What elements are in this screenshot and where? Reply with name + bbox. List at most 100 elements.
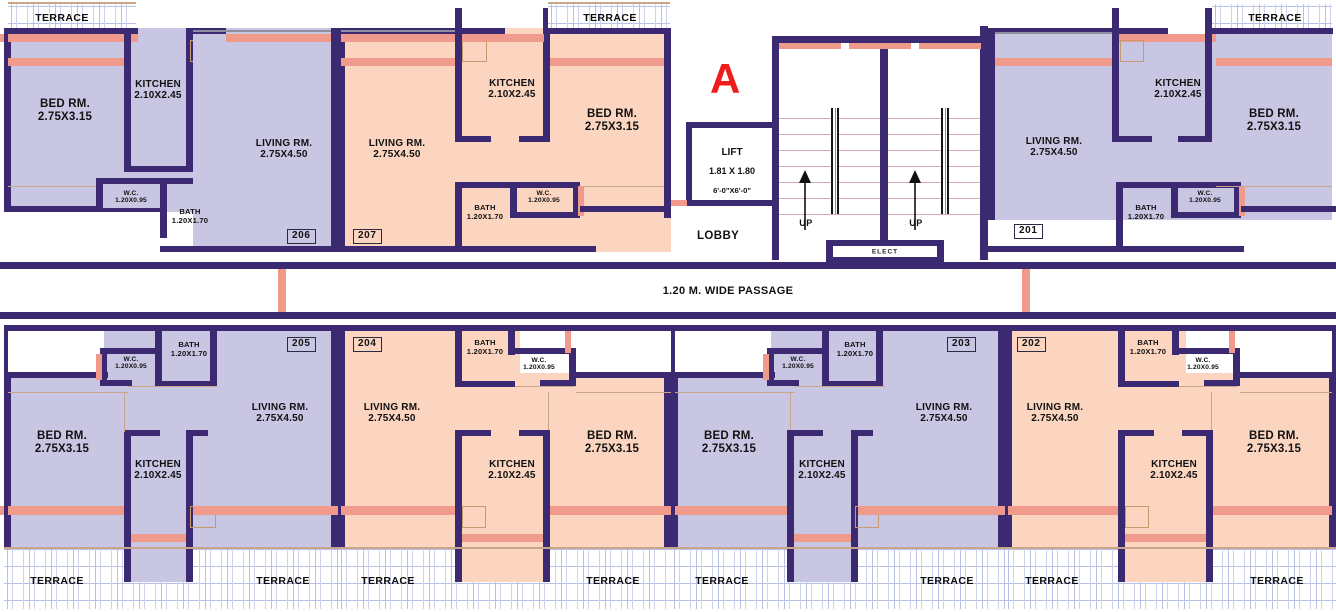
kitchen-202-platform — [1125, 506, 1149, 528]
wall-206-bed-kitchen — [124, 34, 131, 172]
flat-number-207[interactable]: 207 — [353, 229, 382, 244]
wall-207-left — [338, 28, 345, 252]
terrace-edge-line-tl — [8, 2, 136, 4]
wall-stair-top — [772, 36, 988, 43]
flat-number-202[interactable]: 202 — [1017, 337, 1046, 352]
beam-205-b — [193, 506, 338, 515]
flat-number-205[interactable]: 205 — [287, 337, 316, 352]
beam-201-a — [995, 58, 1117, 66]
wall-201-left — [988, 28, 995, 220]
wall-201-kitchen-bottom-l — [1112, 136, 1152, 142]
wall-205-entry-bottom — [4, 372, 108, 378]
wall-207-wc-bottom — [510, 212, 580, 218]
beam-206-living-top — [226, 34, 331, 42]
wall-passage-top — [0, 262, 1336, 269]
wall-203-wc-top — [767, 348, 827, 354]
terrace-label: TERRACE — [695, 575, 749, 587]
elect-room: ELECT — [832, 245, 938, 258]
beam-201-wc — [1239, 186, 1245, 216]
wall-202-wc-top — [1172, 348, 1240, 354]
room-label-bed-203: BED RM. 2.75X3.15 — [701, 430, 757, 455]
wall-207-bottom — [341, 246, 596, 252]
flat-number-201[interactable]: 201 — [1014, 224, 1043, 239]
terrace-label: TERRACE — [256, 575, 310, 587]
flat-206-living-fill — [193, 34, 338, 252]
terrace-edge-line-bl — [4, 547, 338, 549]
wall-207-bath-right — [510, 182, 517, 218]
flat-number-206[interactable]: 206 — [287, 229, 316, 244]
wall-201-top-a — [988, 28, 1118, 34]
wall-205-kitchen-tail-r — [186, 542, 193, 582]
beam-207-wc — [578, 186, 584, 216]
wall-204-top — [341, 325, 671, 331]
wall-passage-bottom — [0, 312, 1336, 319]
room-label-bath-206: BATH 1.20X1.70 — [171, 207, 209, 225]
room-label-wc-205: W.C. 1.20X0.95 — [115, 356, 147, 371]
room-label-bed-207: BED RM. 2.75X3.15 — [584, 108, 640, 133]
wall-203-kitchen-tail-l — [787, 542, 794, 582]
room-label-bed-204: BED RM. 2.75X3.15 — [584, 430, 640, 455]
stair-treads-left — [779, 118, 880, 216]
hairline-203-b — [795, 386, 885, 387]
beam-201-right — [1216, 58, 1332, 66]
wall-205-kitchen-right — [186, 430, 193, 580]
flat-number-203[interactable]: 203 — [947, 337, 976, 352]
beam-passage-left — [278, 269, 286, 312]
wall-203-kitchen-top-l — [787, 430, 823, 436]
hairline-201-bed — [1216, 186, 1332, 187]
beam-204-b — [550, 506, 671, 515]
wing-label-a: A — [710, 55, 741, 102]
hairline-205-bedline — [124, 392, 125, 432]
wall-stair-right — [980, 26, 988, 260]
wall-203-kitchen-top-r — [851, 430, 873, 436]
lift-dim-metric: 1.81 X 1.80 — [708, 165, 756, 176]
room-label-bath-203: BATH 1.20X1.70 — [836, 340, 874, 358]
room-label-bath-202: BATH 1.20X1.70 — [1129, 338, 1167, 356]
wall-202-kitchen-top-r — [1182, 430, 1213, 436]
wall-207-wc-top — [510, 182, 580, 188]
beam-207-mid — [341, 58, 459, 66]
wall-205-kitchen-top-r — [186, 430, 208, 436]
wall-201-bottom — [988, 246, 1244, 252]
room-label-bath-207: BATH 1.20X1.70 — [466, 203, 504, 221]
wall-201-kitchen-bottom-r — [1178, 136, 1212, 142]
kitchen-207-platform — [462, 40, 487, 62]
terrace-edge-line-bcl — [338, 547, 672, 549]
beam-207-top — [341, 34, 459, 42]
beam-202-wc — [1229, 331, 1235, 353]
beam-203-wc — [763, 354, 769, 380]
elect-label: ELECT — [871, 248, 899, 255]
flat-207-bed-fill — [550, 28, 670, 188]
beam-lift-door — [671, 200, 687, 206]
room-label-living-202: LIVING RM. 2.75X4.50 — [1026, 402, 1084, 425]
lobby-label: LOBBY — [697, 230, 740, 242]
wall-206-living-bottom — [160, 246, 338, 252]
room-label-kitchen-204: KITCHEN 2.10X2.45 — [488, 459, 536, 482]
wall-204-kitchen-left — [455, 430, 462, 580]
flat-number-204[interactable]: 204 — [353, 337, 382, 352]
flat-205-entry-void — [8, 331, 104, 373]
flat-206-wc-fill — [103, 184, 160, 208]
hairline-202-vert — [1211, 392, 1212, 432]
terrace-label: TERRACE — [361, 575, 415, 587]
lift-cab — [692, 128, 772, 200]
grayline-207 — [341, 30, 459, 32]
room-label-kitchen-203: KITCHEN 2.10X2.45 — [798, 459, 846, 482]
beam-202-b — [1213, 506, 1332, 515]
wall-201-bath-left — [1116, 182, 1123, 252]
wall-201-wc-top — [1171, 182, 1241, 188]
wall-205-bath-bottom — [155, 381, 217, 387]
beam-205-kitchen — [131, 534, 186, 542]
hairline-206-a — [8, 186, 128, 187]
hairline-204-vert — [548, 392, 549, 432]
room-label-wc-203: W.C. 1.20X0.95 — [782, 356, 814, 371]
beam-stair-top-l — [779, 43, 841, 49]
wall-202-bed-top — [1235, 372, 1336, 378]
wall-207-wc-right — [573, 182, 580, 218]
room-label-bed-205: BED RM. 2.75X3.15 — [34, 430, 90, 455]
terrace-label: TERRACE — [583, 12, 637, 24]
wall-201-kitchen-left — [1112, 8, 1119, 142]
beam-stair-top-m — [849, 43, 911, 49]
wall-207-kitchen-right — [543, 8, 550, 142]
wall-205-bath-right — [210, 325, 217, 387]
